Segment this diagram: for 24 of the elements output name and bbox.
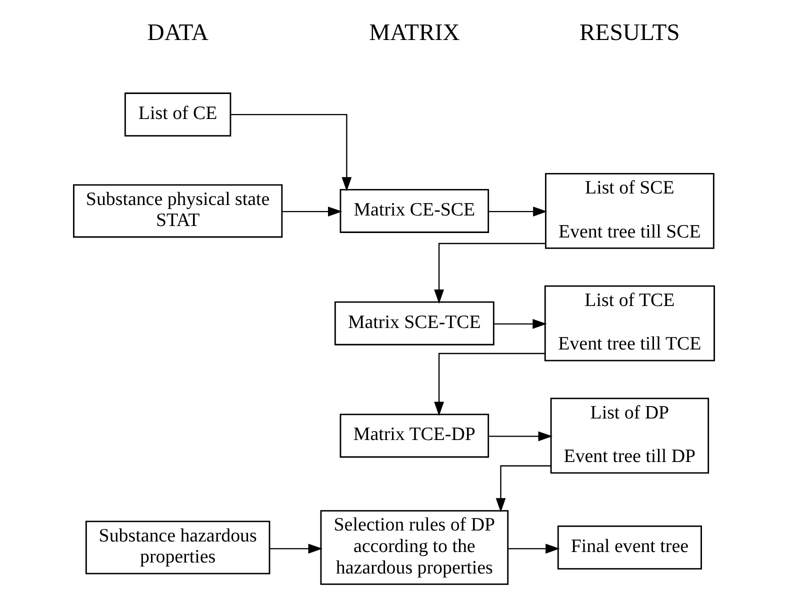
node-box: Selection rules of DP according to the hazardous properties	[320, 510, 509, 585]
arrow	[282, 206, 342, 217]
arrow	[494, 318, 547, 329]
arrow	[434, 352, 545, 416]
arrow	[434, 242, 546, 304]
arrow	[488, 431, 552, 442]
arrow	[508, 544, 560, 554]
node-box: List of CE	[124, 92, 232, 137]
node-box: List of TCE Event tree till TCE	[544, 285, 715, 362]
node-box: Substance hazardous properties	[85, 520, 270, 574]
node-box: Matrix CE-SCE	[340, 188, 490, 233]
label: MATRIX	[369, 20, 460, 46]
arrow	[496, 465, 551, 512]
node-box: List of SCE Event tree till SCE	[545, 173, 714, 249]
node-box: Substance physical state STAT	[73, 184, 283, 238]
arrow	[230, 114, 352, 192]
node-box: Matrix SCE-TCE	[334, 301, 494, 346]
arrow	[270, 544, 322, 554]
label: DATA	[147, 20, 208, 46]
node-box: Matrix TCE-DP	[340, 414, 490, 458]
node-box: Final event tree	[557, 526, 702, 570]
arrow	[488, 206, 548, 217]
node-box: List of DP Event tree till DP	[550, 398, 710, 474]
label: RESULTS	[580, 20, 680, 46]
